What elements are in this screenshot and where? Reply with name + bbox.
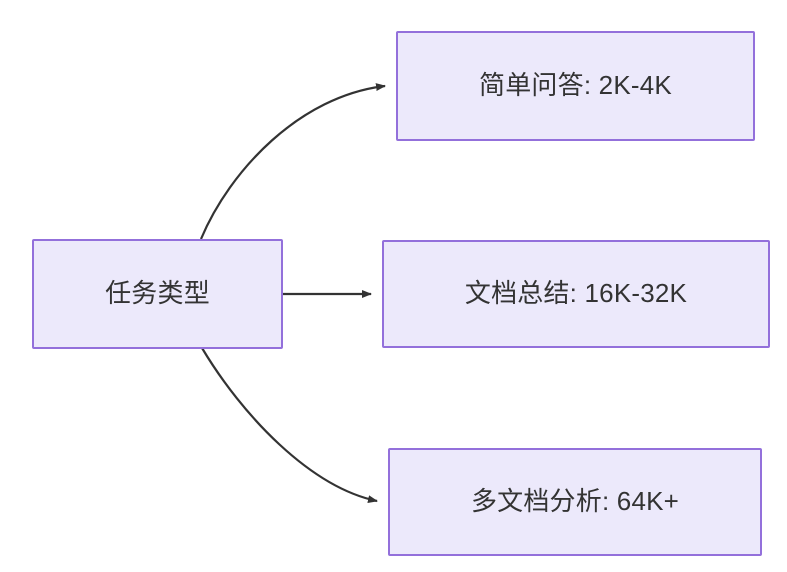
edge-root-multi-doc: [201, 347, 378, 504]
node-simple-qa[interactable]: 简单问答: 2K-4K: [396, 31, 755, 141]
edge-root-simple-qa: [199, 83, 386, 240]
node-root[interactable]: 任务类型: [32, 239, 283, 349]
node-doc-summary-label: 文档总结: 16K-32K: [464, 278, 688, 309]
node-simple-qa-label: 简单问答: 2K-4K: [479, 70, 672, 101]
node-doc-summary[interactable]: 文档总结: 16K-32K: [382, 240, 770, 348]
node-root-label: 任务类型: [105, 278, 210, 309]
node-multi-doc[interactable]: 多文档分析: 64K+: [388, 448, 762, 556]
node-multi-doc-label: 多文档分析: 64K+: [470, 486, 680, 517]
